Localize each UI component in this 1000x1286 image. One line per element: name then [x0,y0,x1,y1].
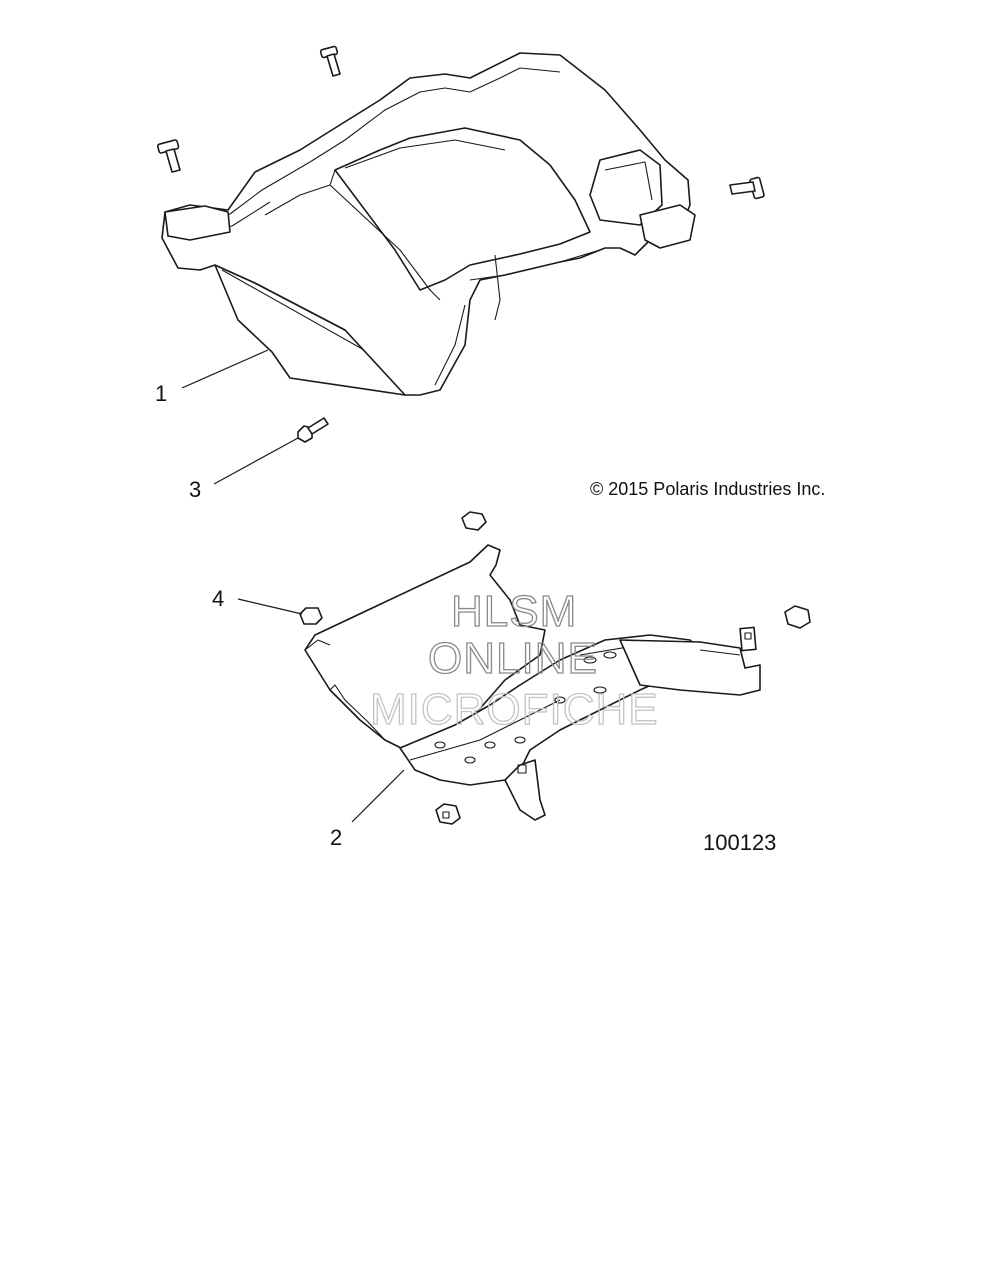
screw-left [156,139,181,173]
clip-part-4 [299,607,323,625]
watermark-line-1: HLSM [451,587,577,636]
clip-bottom [435,803,461,825]
callout-2: 2 [330,825,342,850]
bracket-part-2 [304,544,761,821]
clip-right [784,605,811,629]
leader-4 [237,598,303,615]
watermark-line-2: ONLINE [428,634,598,683]
leader-2 [351,769,405,823]
copyright-notice: © 2015 Polaris Industries Inc. [590,479,825,499]
callout-1: 1 [155,381,167,406]
leader-1 [181,349,269,389]
clip-top [461,511,487,531]
screw-top [319,45,341,77]
callout-3: 3 [189,477,201,502]
fastener-part-3 [297,417,329,443]
figure-number: 100123 [703,830,776,855]
screw-right [729,176,765,200]
watermark-line-3: MICROFICHE [370,685,659,734]
callout-4: 4 [212,586,224,611]
cover-part-1 [161,52,696,396]
leader-3 [213,437,299,485]
